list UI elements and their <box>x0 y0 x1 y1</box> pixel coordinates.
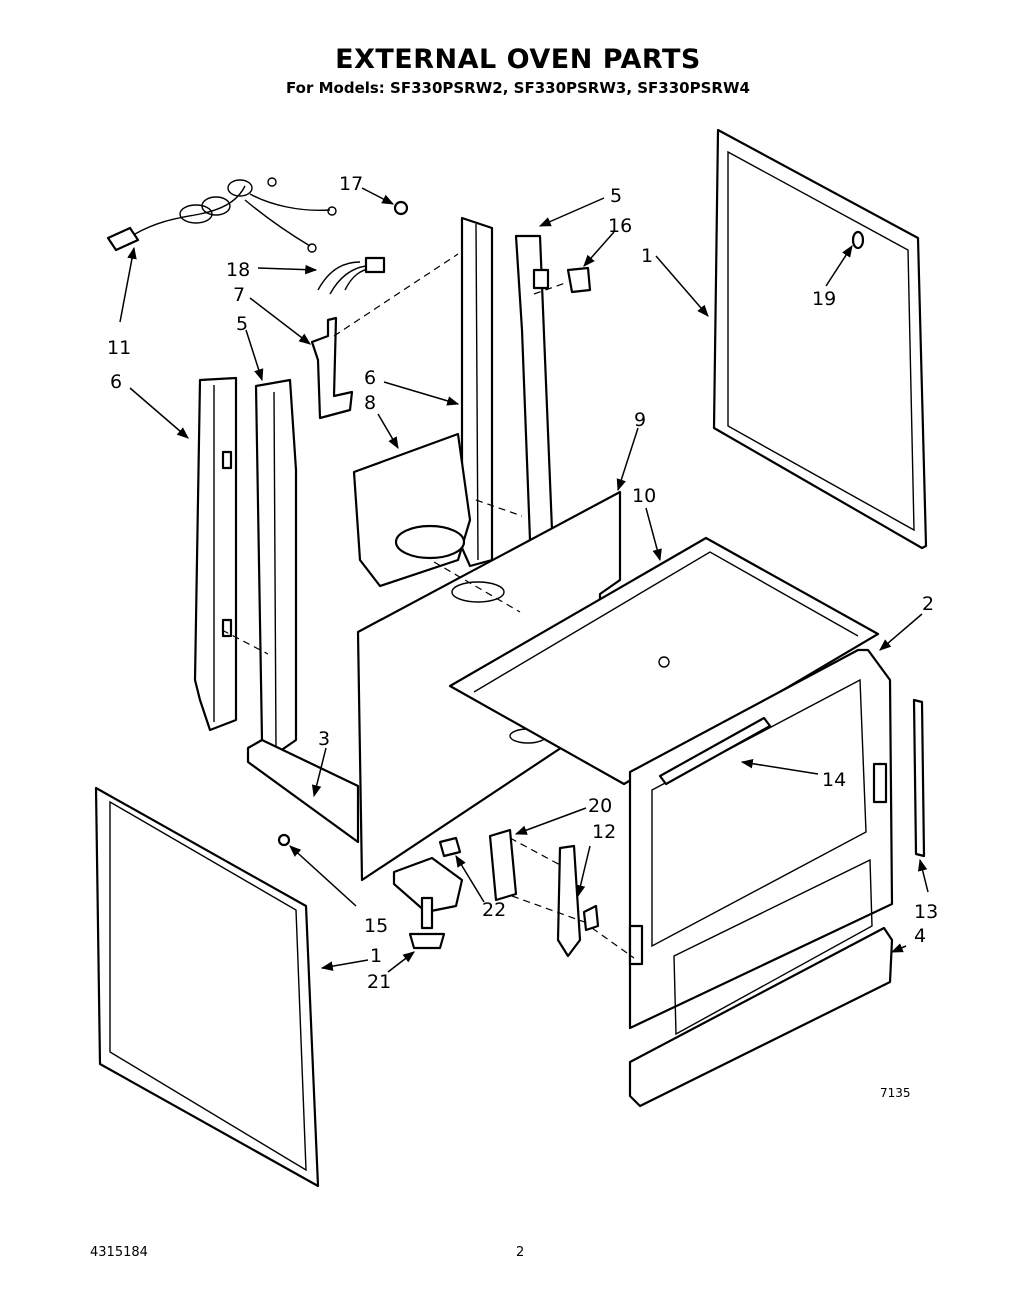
page-number: 2 <box>516 1245 525 1260</box>
front-side-panel-1 <box>94 786 320 1188</box>
top-panel-10 <box>448 536 880 786</box>
callout-17: 17 <box>339 173 363 195</box>
callout-11: 11 <box>107 337 131 359</box>
doc-number: 4315184 <box>90 1245 148 1260</box>
callout-8: 8 <box>364 392 376 414</box>
callout-19: 19 <box>812 288 836 310</box>
callout-6: 6 <box>364 367 376 389</box>
plug-19 <box>851 230 865 250</box>
hinge-12 <box>556 844 600 958</box>
fitting-16 <box>566 266 592 294</box>
kick-plate-4 <box>628 926 894 1108</box>
callout-1-front: 1 <box>370 945 382 967</box>
callout-12: 12 <box>592 821 616 843</box>
callout-2: 2 <box>922 593 934 615</box>
callout-7: 7 <box>233 284 245 306</box>
callout-1: 1 <box>641 245 653 267</box>
trim-strip-14 <box>658 716 772 786</box>
wire-harness <box>317 256 386 295</box>
callout-14: 14 <box>822 769 846 791</box>
model-list: For Models: SF330PSRW2, SF330PSRW3, SF33… <box>286 79 750 97</box>
callout-9: 9 <box>634 409 646 431</box>
callout-6-left: 6 <box>110 371 122 393</box>
callout-22: 22 <box>482 899 506 921</box>
leveling-leg-21 <box>408 896 446 950</box>
callout-5: 5 <box>610 185 622 207</box>
clip-17 <box>393 200 409 216</box>
callout-18: 18 <box>226 259 250 281</box>
callout-15: 15 <box>364 915 388 937</box>
figure-code: 7135 <box>880 1086 911 1100</box>
callout-13: 13 <box>914 901 938 923</box>
assembly-guides <box>221 253 635 959</box>
vent-duct-8 <box>352 432 472 588</box>
page-title: EXTERNAL OVEN PARTS <box>335 44 701 75</box>
callout-5-left: 5 <box>236 313 248 335</box>
callout-21: 21 <box>367 971 391 993</box>
callout-4: 4 <box>914 925 926 947</box>
center-side-rails <box>460 216 554 568</box>
rear-side-panel-1 <box>712 128 928 550</box>
screw-22 <box>438 836 462 858</box>
callout-10: 10 <box>632 485 656 507</box>
power-cord <box>106 177 337 253</box>
side-trim-13 <box>912 698 926 858</box>
base-connector <box>392 856 464 914</box>
callout-20: 20 <box>588 795 612 817</box>
front-frame-2 <box>628 648 894 1036</box>
bracket-7 <box>310 316 354 420</box>
screw-15 <box>277 833 291 847</box>
callout-16: 16 <box>608 215 632 237</box>
callout-numbers: 17 5 16 1 19 11 18 7 5 6 6 8 9 10 2 3 14… <box>107 173 938 993</box>
left-side-rails <box>193 376 298 760</box>
callout-leaders <box>119 187 929 973</box>
base-strip-3 <box>246 738 360 844</box>
callout-3: 3 <box>318 728 330 750</box>
bracket-20 <box>488 828 518 902</box>
